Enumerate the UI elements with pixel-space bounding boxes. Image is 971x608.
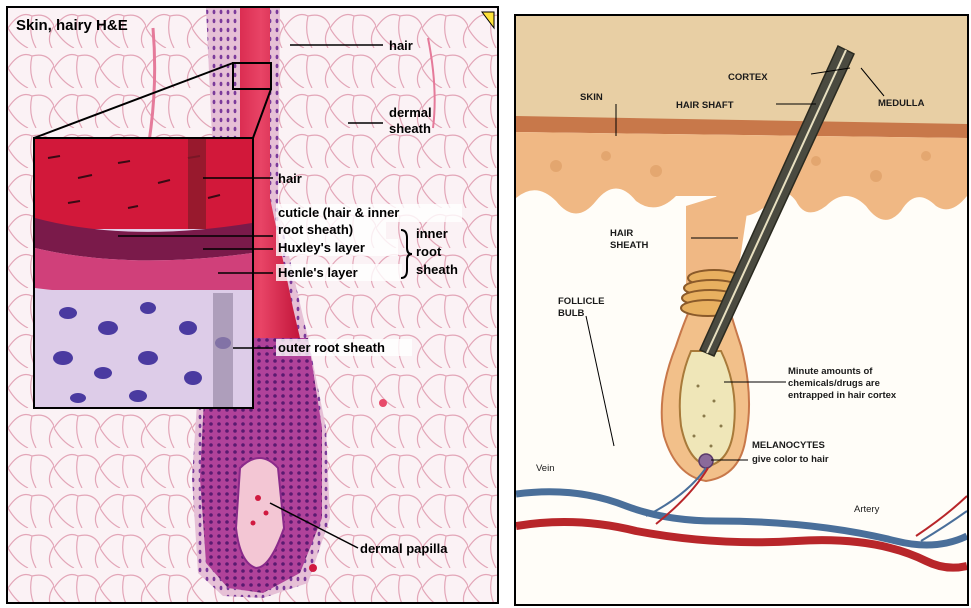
illustration-panel: CORTEX MEDULLA SKIN HAIR SHAFT HAIR SHEA…: [514, 14, 969, 606]
label-minute-line2: chemicals/drugs are: [788, 378, 880, 389]
label-hair-inset: hair: [278, 171, 302, 186]
label-inner-root-line3: sheath: [416, 262, 458, 277]
label-huxley-layer: Huxley's layer: [278, 240, 365, 255]
histology-figure: Skin, hairy H&E hair dermal sheath hair …: [8, 8, 497, 602]
follicle-bulb-inner: [680, 351, 735, 466]
label-dermal-papilla: dermal papilla: [360, 541, 448, 556]
label-outer-root-sheath: outer root sheath: [278, 340, 385, 355]
label-inner-root-line2: root: [416, 244, 442, 259]
label-hair-sheath-line2: SHEATH: [610, 240, 648, 251]
vein: [516, 492, 967, 545]
histology-title: Skin, hairy H&E: [16, 17, 128, 34]
label-hair-shaft: HAIR SHAFT: [676, 100, 734, 111]
label-melanocytes-line1: MELANOCYTES: [752, 440, 825, 451]
label-cuticle-line2: root sheath): [278, 222, 353, 237]
hair-follicle-illustration: CORTEX MEDULLA SKIN HAIR SHAFT HAIR SHEA…: [516, 16, 967, 604]
label-cortex: CORTEX: [728, 72, 768, 83]
histology-panel: Skin, hairy H&E hair dermal sheath hair …: [6, 6, 499, 604]
label-artery: Artery: [854, 504, 880, 515]
label-follicle-line2: BULB: [558, 308, 585, 319]
label-melanocytes-line2: give color to hair: [752, 454, 829, 465]
label-minute-line3: entrapped in hair cortex: [788, 390, 897, 401]
label-inner-root-line1: inner: [416, 226, 448, 241]
label-follicle-line1: FOLLICLE: [558, 296, 604, 307]
label-hair-top: hair: [389, 38, 413, 53]
label-cuticle-line1: cuticle (hair & inner: [278, 205, 399, 220]
label-medulla: MEDULLA: [878, 98, 925, 109]
label-hair-sheath-line1: HAIR: [610, 228, 633, 239]
label-skin: SKIN: [580, 92, 603, 103]
label-minute-line1: Minute amounts of: [788, 366, 873, 377]
label-vein: Vein: [536, 463, 555, 474]
label-dermal-sheath-line1: dermal: [389, 105, 432, 120]
label-henle-layer: Henle's layer: [278, 265, 358, 280]
label-dermal-sheath-line2: sheath: [389, 121, 431, 136]
